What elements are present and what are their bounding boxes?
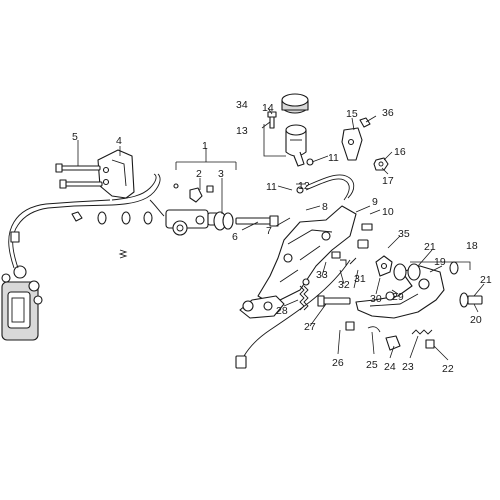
callout-36: 36	[382, 107, 394, 119]
callout-6: 6	[232, 231, 238, 243]
callout-labels: 1 2 3 4 5 6 7 8 9 10 11 11 12 13 14 15 1…	[72, 99, 492, 375]
callout-20: 20	[470, 314, 482, 326]
callout-34: 34	[236, 99, 248, 111]
footrest-bracket	[257, 205, 357, 303]
callout-22: 22	[442, 363, 454, 375]
small-fittings	[173, 183, 214, 193]
pedal-bushing	[393, 261, 459, 281]
callout-27: 27	[304, 321, 316, 333]
callout-35: 35	[398, 228, 410, 240]
callout-33: 33	[316, 269, 328, 281]
callout-30: 30	[370, 293, 382, 305]
callout-32: 32	[338, 279, 350, 291]
group-bracket-18	[410, 261, 471, 270]
callout-8: 8	[322, 201, 328, 213]
callout-23: 23	[402, 361, 414, 373]
reservoir-hose	[305, 174, 355, 201]
callout-2: 2	[196, 168, 202, 180]
reservoir-bracket	[341, 117, 371, 161]
clevis	[375, 255, 395, 301]
callout-28: 28	[276, 305, 288, 317]
callout-5: 5	[72, 131, 78, 143]
callout-11-lower: 11	[266, 181, 277, 193]
master-cylinder-boot	[213, 211, 234, 231]
adjuster-rod	[331, 223, 373, 266]
pipe-clamps	[71, 211, 153, 225]
group-bracket-13	[263, 124, 286, 157]
callout-17: 17	[382, 175, 394, 187]
callout-18: 18	[466, 240, 478, 252]
pedal-pivot-bolt	[459, 292, 483, 308]
bracket-bolts	[55, 163, 103, 189]
group-bracket-1	[175, 161, 237, 170]
push-rod	[235, 215, 279, 227]
callout-21-lower: 21	[480, 274, 492, 286]
callout-24: 24	[384, 361, 396, 373]
rear-master-cylinder	[165, 187, 219, 236]
callout-12: 12	[298, 180, 310, 192]
pivot-bolt	[317, 295, 351, 307]
callout-10: 10	[382, 206, 394, 218]
callout-3: 3	[218, 168, 224, 180]
return-spring	[118, 249, 309, 311]
rear-brake-caliper	[1, 265, 43, 341]
callout-15: 15	[346, 108, 358, 120]
callout-11-upper: 11	[328, 152, 339, 164]
pedal-spring	[411, 329, 433, 335]
callout-26: 26	[332, 357, 344, 369]
leader-lines	[77, 107, 485, 361]
brake-fluid-reservoir	[281, 93, 309, 167]
rear-brake-hose	[8, 199, 113, 269]
reservoir-nut	[373, 157, 389, 171]
callout-19: 19	[434, 256, 446, 268]
callout-21-upper: 21	[424, 241, 436, 253]
callout-7: 7	[266, 225, 272, 237]
callout-4: 4	[116, 135, 122, 147]
callout-9: 9	[372, 196, 378, 208]
callout-14: 14	[262, 102, 274, 114]
cotter-pin	[367, 326, 381, 333]
footrest-link	[239, 295, 285, 319]
callout-29: 29	[392, 291, 404, 303]
reservoir-bolt	[267, 111, 277, 129]
callout-25: 25	[366, 359, 378, 371]
callout-13: 13	[236, 125, 248, 137]
callout-1: 1	[202, 140, 208, 152]
small-screw	[345, 321, 435, 351]
hose-clip	[296, 158, 314, 194]
callout-16: 16	[394, 146, 406, 158]
master-cylinder-guard-bracket	[97, 149, 135, 199]
callout-31: 31	[354, 273, 366, 285]
brake-light-switch	[235, 259, 351, 369]
